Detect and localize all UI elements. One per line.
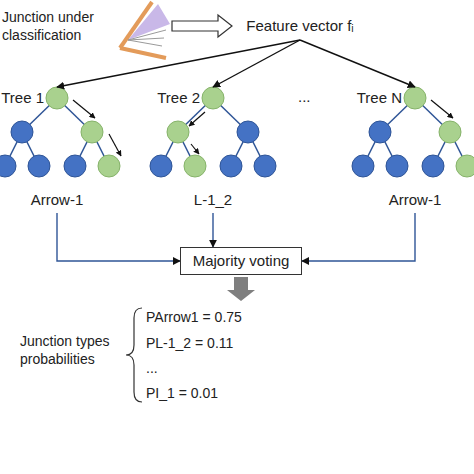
output-heading: Junction types probabilities bbox=[20, 332, 128, 368]
curly-brace bbox=[126, 308, 142, 402]
ellipsis-label: ... bbox=[298, 88, 311, 106]
junction-illustration bbox=[120, 2, 170, 58]
input-illustration: Junction under classification bbox=[0, 0, 170, 60]
connector-arrow bbox=[213, 40, 300, 87]
tree-output: Arrow-1 bbox=[360, 191, 470, 209]
tree-output: L-1_2 bbox=[158, 191, 268, 209]
input-caption: Junction under classification bbox=[2, 8, 104, 44]
block-arrow bbox=[172, 15, 232, 37]
decision-tree: Tree NArrow-1 bbox=[360, 87, 470, 213]
connector-arrow bbox=[300, 40, 415, 87]
probability-value: ... bbox=[146, 359, 260, 377]
probability-value: PL-1_2 = 0.11 bbox=[146, 334, 260, 352]
tree-name: Tree 1 bbox=[0, 89, 44, 107]
connector-arrow bbox=[302, 213, 415, 261]
feature-vector: Feature vector fᵢ bbox=[235, 14, 365, 38]
vector-label: Feature vector fᵢ bbox=[235, 17, 365, 35]
process-box: Majority voting bbox=[180, 247, 302, 275]
tree-name: Tree N bbox=[350, 89, 402, 107]
probability-list: Junction types probabilities PArrow1 = 0.… bbox=[20, 302, 260, 406]
block-arrow bbox=[227, 277, 255, 301]
connector-arrow bbox=[57, 213, 180, 261]
decision-tree: Tree 2L-1_2 bbox=[158, 87, 268, 213]
decision-tree: Tree 1 Arrow-1 bbox=[2, 87, 112, 213]
connector-arrow bbox=[57, 40, 300, 87]
tree-name: Tree 2 bbox=[148, 89, 200, 107]
probability-value: PI_1 = 0.01 bbox=[146, 384, 260, 402]
probability-value: PArrow1 = 0.75 bbox=[146, 308, 260, 326]
tree-output: Arrow-1 bbox=[2, 191, 112, 209]
connector-arrow bbox=[212, 213, 213, 247]
process-label: Majority voting bbox=[181, 252, 301, 270]
